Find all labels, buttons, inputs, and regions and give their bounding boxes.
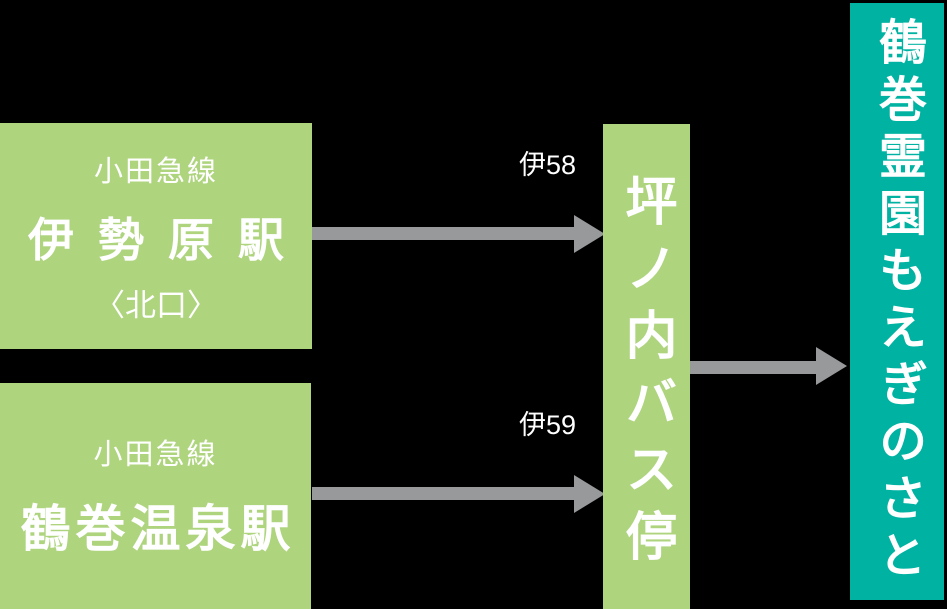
final-leg-arrow-shaft	[690, 361, 817, 374]
station-box-isehara: 小田急線 伊勢原駅 〈北口〉	[0, 123, 312, 349]
route-58-label: 伊58	[518, 150, 576, 180]
railway-line-label: 小田急線	[93, 439, 218, 471]
destination-box-tsurumaki-reien: 鶴巻霊園もえぎのさと	[850, 3, 944, 600]
destination-name: 鶴巻霊園もえぎのさと	[871, 17, 924, 587]
station-name-tsurumaki-onsen: 鶴巻温泉駅	[20, 501, 296, 557]
bus-stop-box-tsubonouchi: 坪ノ内バス停	[603, 124, 690, 609]
route-59-arrow-shaft	[312, 487, 574, 500]
final-leg-arrow-head-icon	[816, 347, 847, 385]
station-name-isehara: 伊勢原駅	[28, 213, 308, 266]
railway-line-label: 小田急線	[93, 155, 218, 188]
route-59-arrow-head-icon	[574, 475, 605, 513]
route-58-arrow-head-icon	[574, 215, 605, 253]
station-exit-label: 〈北口〉	[94, 287, 218, 323]
route-58-arrow-shaft	[312, 227, 574, 240]
bus-stop-name: 坪ノ内バス停	[617, 174, 675, 576]
route-59-label: 伊59	[518, 410, 576, 440]
station-box-tsurumaki-onsen: 小田急線 鶴巻温泉駅	[0, 383, 311, 609]
